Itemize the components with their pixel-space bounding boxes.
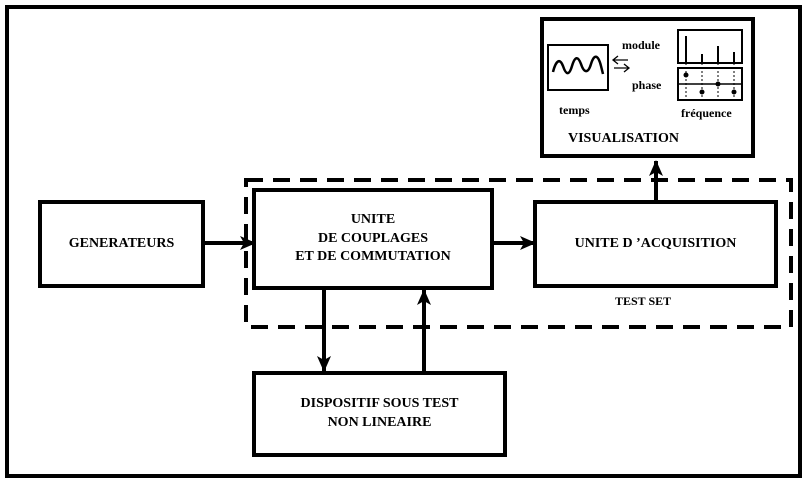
phase-label: phase xyxy=(632,78,662,92)
device-under-test-line-2: NON LINEAIRE xyxy=(327,415,432,430)
coupling-unit-block: UNITE DE COUPLAGES ET DE COMMUTATION xyxy=(252,188,494,290)
test-set-boundary xyxy=(244,178,793,329)
coupling-unit-line-2: DE COUPLAGES xyxy=(317,230,429,246)
module-label: module xyxy=(622,38,661,52)
frequency-label: fréquence xyxy=(681,106,732,120)
generators-block: GENERATEURS xyxy=(38,200,205,288)
acquisition-unit-block: UNITE D ’ACQUISITION xyxy=(533,200,778,288)
outer-frame xyxy=(5,5,802,478)
device-under-test-line-1: DISPOSITIF SOUS TEST xyxy=(300,396,459,412)
generators-label: GENERATEURS xyxy=(68,235,175,251)
test-set-label: TEST SET xyxy=(615,294,672,308)
coupling-unit-line-3: ET DE COMMUTATION xyxy=(295,249,451,265)
visualisation-title: VISUALISATION xyxy=(568,131,679,146)
acquisition-unit-label: UNITE D ’ACQUISITION xyxy=(574,235,737,251)
device-under-test-block: DISPOSITIF SOUS TEST NON LINEAIRE xyxy=(252,371,507,457)
time-label: temps xyxy=(559,103,590,117)
coupling-unit-line-1: UNITE xyxy=(350,211,396,227)
